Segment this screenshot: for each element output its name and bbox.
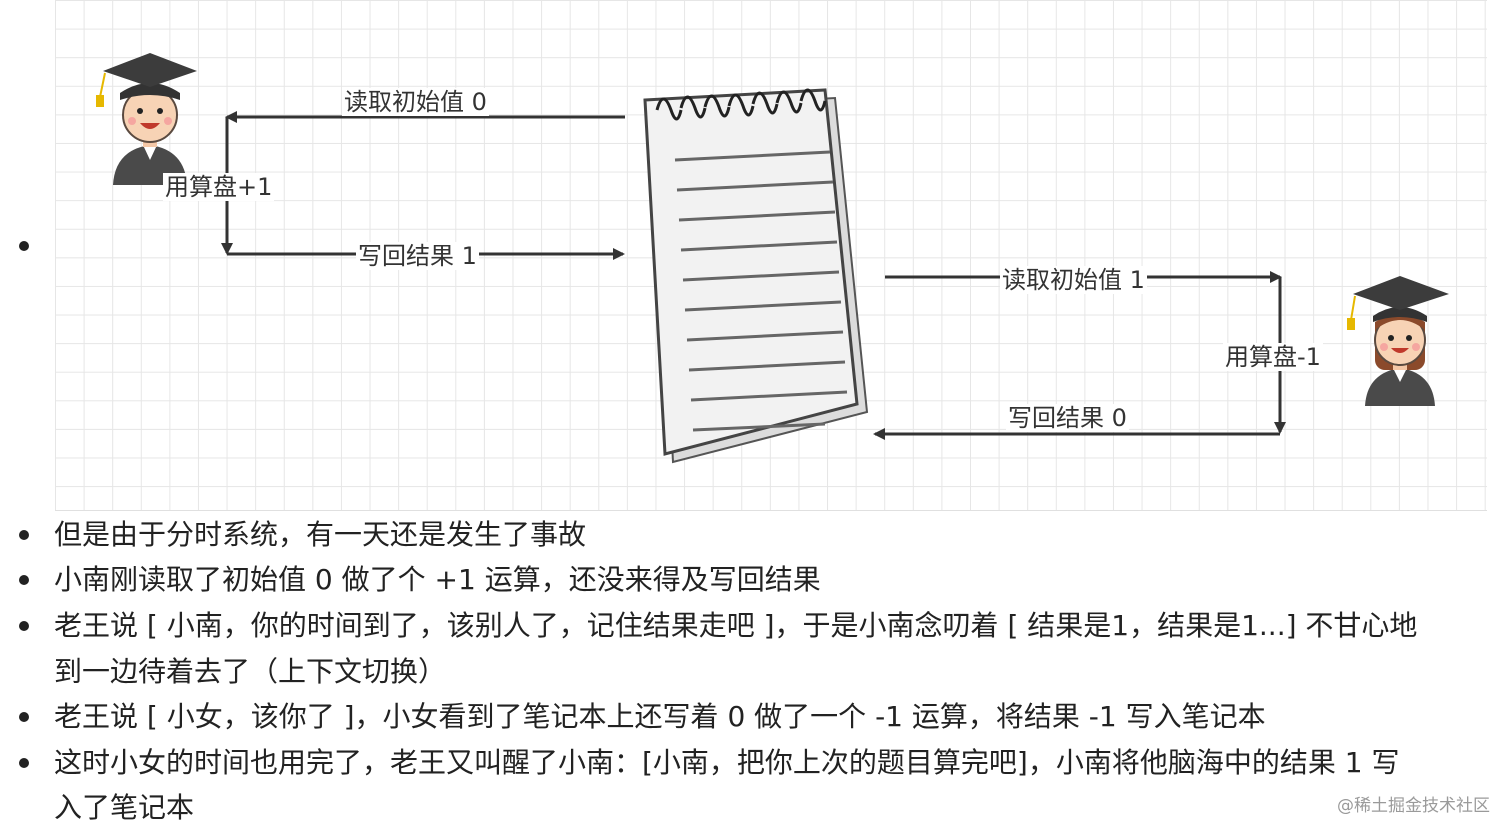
bullet-dot [19,758,29,768]
list-item-continuation: 到一边待着去了（上下文切换） [54,655,447,688]
student-female-icon [1347,276,1449,406]
list-item: 这时小女的时间也用完了，老王又叫醒了小南：[小南，把你上次的题目算完吧]，小南将… [54,746,1400,779]
label-calc-left: 用算盘+1 [163,173,275,201]
watermark: @稀土掘金技术社区 [1337,796,1490,816]
list-item: 老王说 [ 小女，该你了 ]，小女看到了笔记本上还写着 0 做了一个 -1 运算… [54,700,1266,733]
list-item: 小南刚读取了初始值 0 做了个 +1 运算，还没来得及写回结果 [54,563,821,596]
label-write-left: 写回结果 1 [356,242,479,270]
list-item: 但是由于分时系统，有一天还是发生了事故 [54,518,587,551]
notebook-icon [643,88,869,464]
diagram-svg [96,53,1449,464]
label-calc-right: 用算盘-1 [1223,343,1323,371]
diagram: 读取初始值 0 用算盘+1 写回结果 1 读取初始值 1 用算盘-1 写回结果 … [55,0,1487,511]
label-read-right: 读取初始值 1 [1000,266,1147,294]
list-item-continuation: 入了笔记本 [54,791,195,824]
student-male-icon [96,53,197,185]
bullet-diagram [19,241,29,251]
bullet-dot [19,712,29,722]
bullet-dot [19,621,29,631]
bullet-dot [19,575,29,585]
label-write-right: 写回结果 0 [1006,404,1129,432]
list-item: 老王说 [ 小南，你的时间到了，该别人了，记住结果走吧 ]，于是小南念叨着 [ … [54,609,1418,642]
bullet-dot [19,530,29,540]
label-read-left: 读取初始值 0 [342,88,489,116]
